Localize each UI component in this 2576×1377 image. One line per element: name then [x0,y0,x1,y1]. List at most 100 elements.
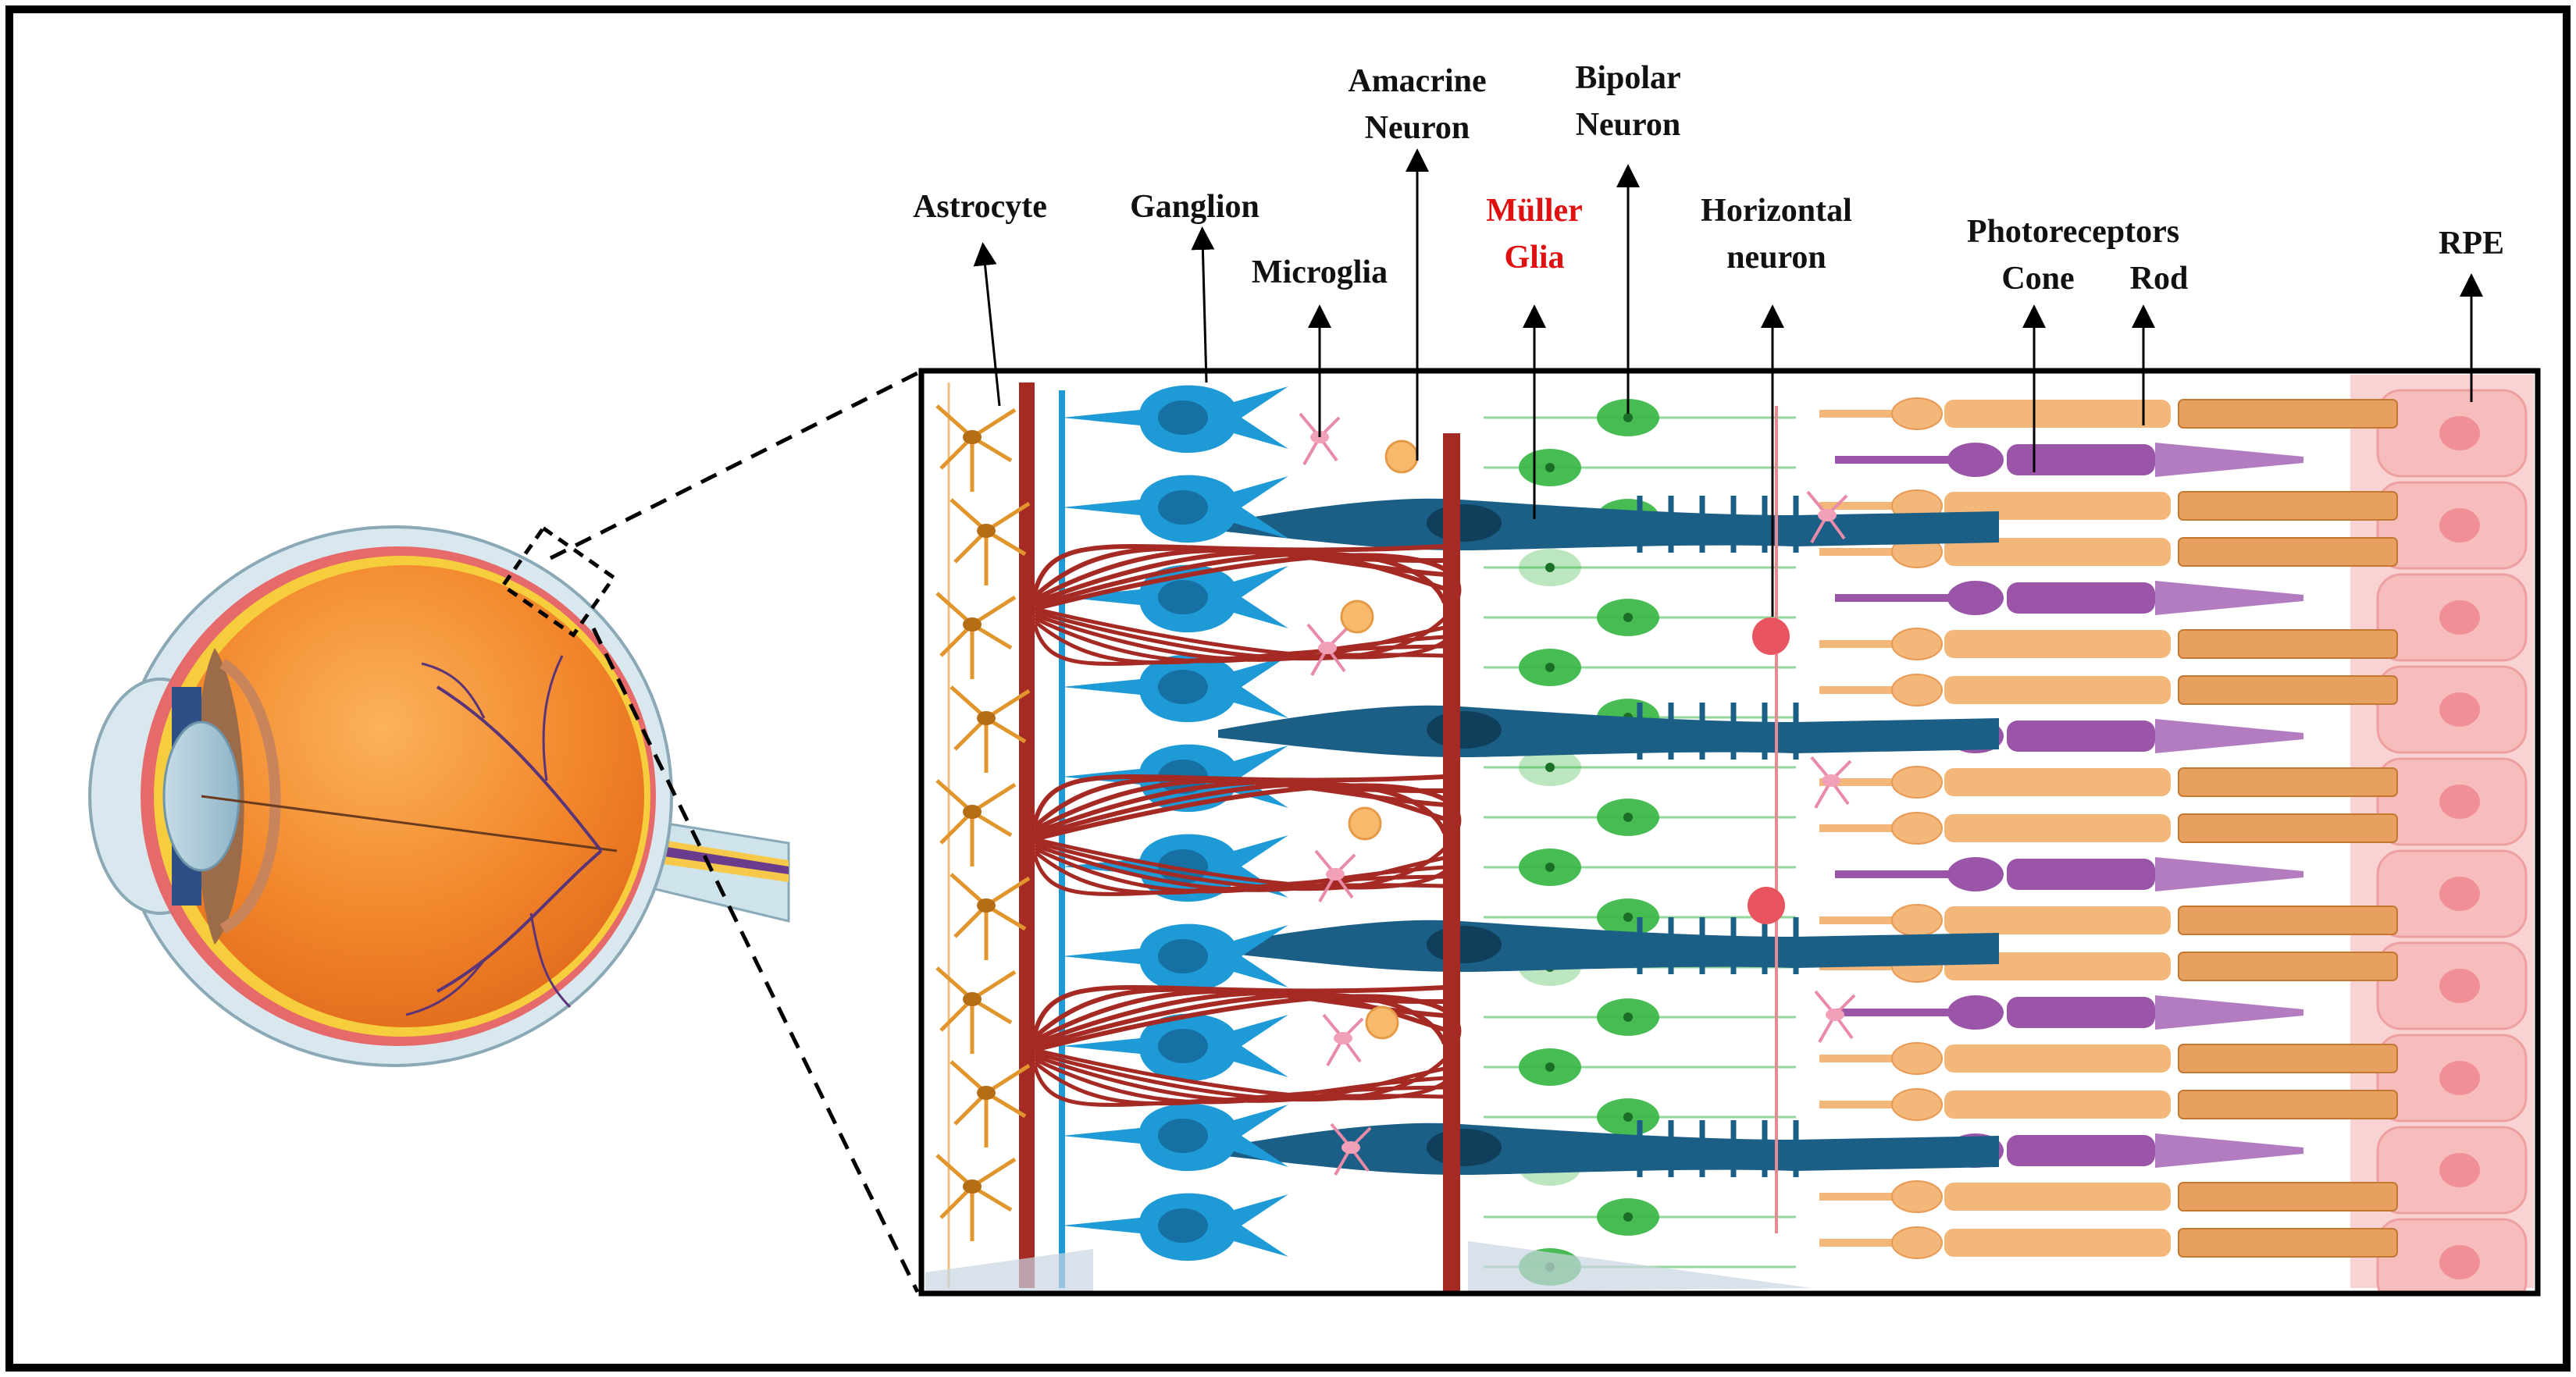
rod-outer [2178,629,2398,659]
microglia-layer [1299,412,1856,1176]
rod-outer [2178,1090,2398,1119]
bipolar-nucleus [1623,913,1633,922]
cone-nucleus [1947,857,2004,891]
bipolar-nucleus [1545,463,1555,472]
label-muller-2: Glia [1504,240,1564,276]
ganglion-nucleus [1158,580,1208,614]
retina-panel-border [918,368,2541,1297]
vessel-branch [1032,776,1445,829]
vessel-branch [1034,553,1462,619]
rod-inner [1944,952,2171,980]
muller-nucleus [1427,504,1502,542]
rpe-nucleus [2439,416,2480,450]
bipolar-nucleus [1545,663,1555,672]
rpe-nucleus [2439,877,2480,911]
astrocyte-cell [977,711,996,725]
rod-nucleus [1891,904,1943,937]
cone-nucleus [1947,581,2004,615]
horizontal-neurons [1748,406,1790,1233]
cone-inner [2007,721,2155,752]
rod-outer [2178,491,2398,521]
rod-inner [1944,676,2171,704]
eye-illustration [88,525,790,1067]
rod-nucleus [1891,1226,1943,1259]
astrocyte-layer [935,382,1031,1288]
muller-nucleus [1427,1129,1502,1166]
ganglion-nucleus [1158,670,1208,704]
cone-nucleus [1947,995,2004,1030]
rpe-nucleus [2439,692,2480,727]
cone-nucleus [1947,443,2004,477]
microglia-cell [1334,1032,1352,1044]
rod-inner [1944,630,2171,658]
amacrine-cells [1340,439,1419,1040]
figure-border [5,5,2571,1372]
vessel-branch [1034,783,1462,849]
rpe-nucleus [2439,969,2480,1003]
rpe-nucleus [2439,1245,2480,1279]
label-horizontal-1: Horizontal [1701,193,1852,229]
rod-inner [1944,538,2171,566]
rod-inner [1944,492,2171,520]
muller-glia-cell [1218,498,1999,550]
rod-nucleus [1891,397,1943,430]
rod-inner [1944,1183,2171,1211]
microglia-cell [1341,1141,1360,1154]
label-bipolar-1: Bipolar [1575,60,1680,96]
rpe-nucleus [2439,1061,2480,1095]
bipolar-nucleus [1545,563,1555,572]
cone-outer [2155,995,2303,1030]
ganglion-nucleus [1158,400,1208,435]
microglia-cell [1318,642,1337,654]
microglia-cell [1826,1009,1844,1021]
rod-outer [2178,1044,2398,1073]
muller-glia-layer [1218,496,1999,1177]
label-cone: Cone [2001,261,2074,297]
vessel-branch [1032,774,1445,824]
bipolar-nucleus [1545,863,1555,872]
ganglion-nucleus [1158,1208,1208,1243]
astrocyte-cell [977,1086,996,1100]
bipolar-nucleus [1623,1012,1633,1022]
muller-nucleus [1427,711,1502,749]
rod-outer [2178,952,2398,981]
muller-glia-cell [1218,1123,1999,1175]
vessel-branch [1032,544,1445,594]
rod-outer [2178,537,2398,567]
rod-nucleus [1891,628,1943,660]
microglia-cell [1822,774,1840,787]
rod-inner [1944,768,2171,796]
label-rpe: RPE [2439,226,2504,262]
cone-inner [2007,997,2155,1028]
rod-inner [1944,814,2171,842]
rod-outer [2178,1182,2398,1212]
cone-outer [2155,719,2303,753]
microglia-cell [1818,509,1837,521]
rod-outer [2178,906,2398,935]
rod-inner [1944,1229,2171,1257]
vessel-branch [1034,607,1456,660]
bipolar-nucleus [1545,1062,1555,1072]
rod-nucleus [1891,1180,1943,1213]
rod-outer [2178,675,2398,705]
label-astrocyte: Astrocyte [913,189,1047,225]
rod-outer [2178,1228,2398,1258]
cone-inner [2007,1135,2155,1166]
label-amacrine-2: Neuron [1365,110,1470,146]
rod-inner [1944,906,2171,934]
label-horizontal-2: neuron [1726,240,1826,276]
rpe-nucleus [2439,1153,2480,1187]
cone-inner [2007,444,2155,475]
label-rod: Rod [2130,261,2189,297]
rod-inner [1944,400,2171,428]
ganglion-nucleus [1158,939,1208,973]
cone-outer [2155,581,2303,615]
ganglion-nucleus [1158,1029,1208,1063]
rod-nucleus [1891,1088,1943,1121]
rod-outer [2178,399,2398,429]
label-amacrine-1: Amacrine [1348,63,1486,99]
rod-nucleus [1891,812,1943,845]
vessel-branch [1032,546,1445,599]
muller-nucleus [1427,926,1502,963]
